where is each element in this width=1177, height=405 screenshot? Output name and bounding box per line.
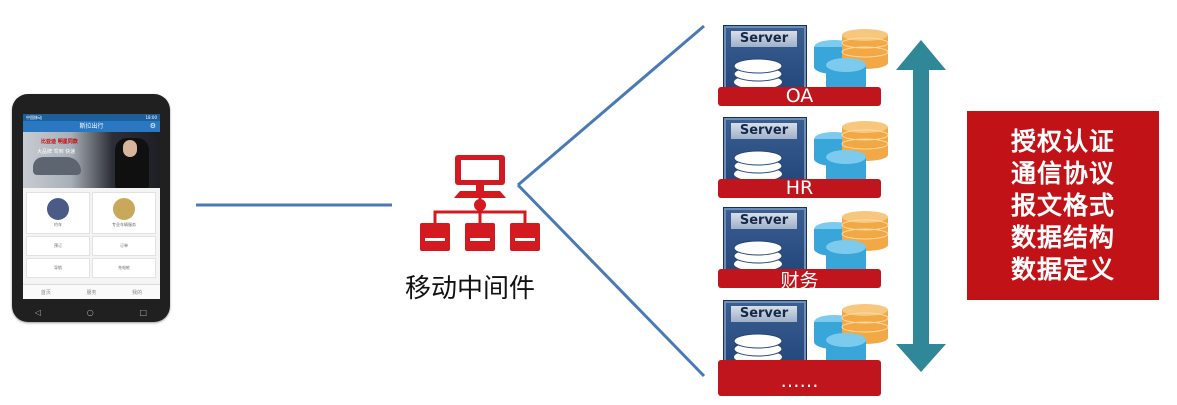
banner-ad-line1: 比亚迪 明星同款	[41, 139, 78, 145]
feature-message-format: 报文格式	[1010, 190, 1115, 220]
phone-title-bar: 斯拉出行 ⚙	[23, 121, 160, 132]
nav-home[interactable]: 首页	[40, 289, 51, 296]
person-face	[123, 140, 137, 157]
server-icon: Server	[723, 300, 807, 370]
tile-nav[interactable]: 导航	[26, 258, 90, 278]
tile-charging[interactable]: 充电桩	[92, 258, 156, 278]
car-image	[33, 157, 81, 175]
middleware-to-servers-top-line	[517, 24, 705, 187]
server-icon: Server	[723, 207, 807, 277]
phone-soft-keys: ◁ ○ □	[12, 308, 170, 317]
server-label-oa: OA	[785, 85, 814, 107]
tile-orders[interactable]: 订单	[92, 236, 156, 256]
double-arrow-icon	[896, 40, 946, 372]
server-label-more: ……	[780, 370, 819, 392]
steering-wheel-icon	[47, 198, 69, 220]
middleware-network-icon	[420, 155, 540, 251]
recent-key-icon[interactable]: □	[139, 308, 148, 317]
server-group-oa: Server OA	[718, 25, 898, 109]
middleware-label: 移动中间件	[405, 274, 536, 304]
back-key-icon[interactable]: ◁	[34, 308, 42, 317]
phone-status-bar: 中国移动 18:00	[23, 114, 160, 121]
database-cluster-icon	[814, 29, 889, 94]
disk-stack-icon	[733, 150, 783, 181]
feature-data-structure: 数据结构	[1010, 222, 1115, 252]
database-cluster-icon	[814, 304, 889, 369]
server-word: Server	[731, 213, 797, 229]
phone-banner[interactable]: 比亚迪 明星同款 大品牌 驾到 快速	[23, 132, 160, 188]
tile-label: 预订	[54, 243, 62, 248]
server-label-bar	[718, 269, 881, 288]
tile-label: 专业车辆服务	[112, 222, 136, 227]
disk-stack-icon	[733, 58, 783, 89]
database-cluster-icon	[814, 121, 889, 186]
server-label-bar	[718, 360, 881, 396]
server-label-finance: 财务	[780, 270, 819, 292]
server-icon: Server	[723, 117, 807, 187]
server-word: Server	[731, 31, 797, 47]
feature-authorization: 授权认证	[1010, 126, 1115, 156]
server-label-bar	[718, 87, 881, 106]
phone-bottom-nav: 首页 服务 我的	[23, 284, 160, 299]
tile-label: 约车	[54, 222, 62, 227]
feature-communication-protocol: 通信协议	[1010, 158, 1115, 188]
server-word: Server	[731, 123, 797, 139]
banner-ad-line2: 大品牌 驾到 快速	[37, 149, 76, 155]
tile-label: 导航	[54, 265, 62, 270]
tile-ride[interactable]: 约车	[26, 192, 90, 234]
server-group-hr: Server HR	[718, 117, 898, 201]
home-key-icon[interactable]: ○	[86, 308, 94, 317]
tile-service[interactable]: 专业车辆服务	[92, 192, 156, 234]
server-word: Server	[731, 306, 797, 322]
disk-stack-icon	[733, 240, 783, 271]
feature-data-definition: 数据定义	[1010, 254, 1115, 284]
tile-label: 充电桩	[118, 265, 130, 270]
tile-book[interactable]: 预订	[26, 236, 90, 256]
phone-screen: 中国移动 18:00 斯拉出行 ⚙ 比亚迪 明星同款 大品牌 驾到 快速 约车 …	[23, 114, 160, 299]
server-group-more: Server ……	[718, 300, 898, 396]
status-time: 18:00	[145, 115, 157, 120]
middleware-to-servers-bottom-line	[516, 183, 706, 378]
protocol-features-box: 授权认证 通信协议 报文格式 数据结构 数据定义	[967, 111, 1159, 300]
service-icon	[113, 198, 135, 220]
app-title: 斯拉出行	[79, 123, 104, 130]
tile-label: 订单	[120, 243, 128, 248]
gear-icon[interactable]: ⚙	[149, 122, 156, 130]
mobile-phone: 中国移动 18:00 斯拉出行 ⚙ 比亚迪 明星同款 大品牌 驾到 快速 约车 …	[12, 94, 170, 322]
server-label-bar	[718, 179, 881, 198]
server-group-finance: Server 财务	[718, 207, 898, 292]
status-carrier: 中国移动	[26, 115, 42, 120]
nav-service[interactable]: 服务	[86, 289, 97, 296]
nav-me[interactable]: 我的	[132, 289, 143, 296]
server-label-hr: HR	[785, 177, 814, 199]
